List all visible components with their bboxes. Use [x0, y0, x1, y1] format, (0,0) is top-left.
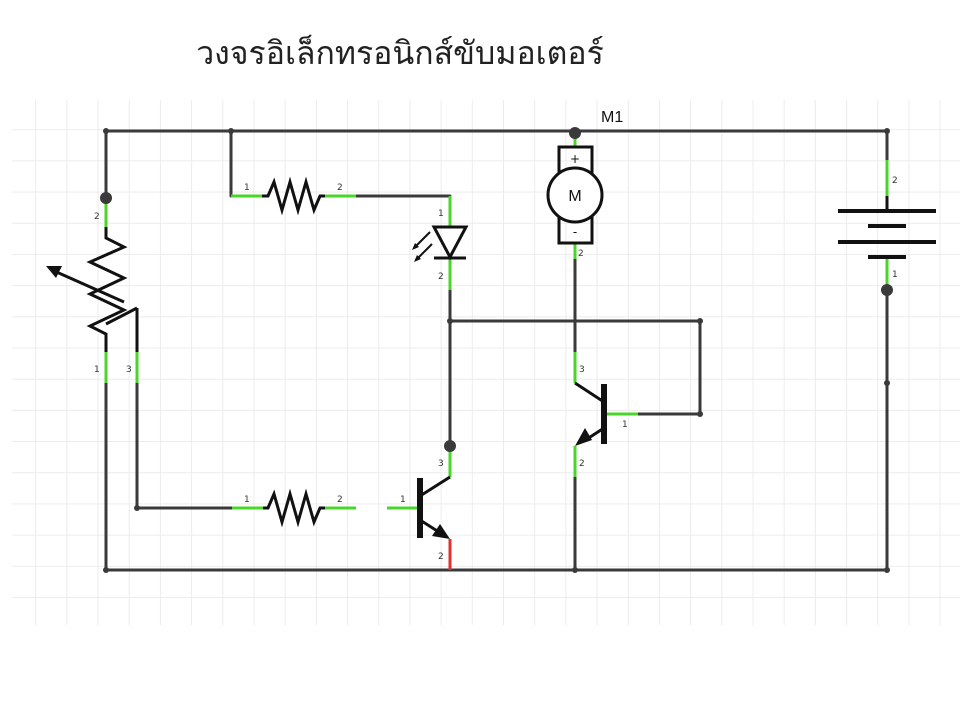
pin-label: 2: [337, 183, 343, 193]
pin-label: 2: [337, 495, 343, 505]
pin-label: 1: [94, 365, 100, 375]
resistor-r1[interactable]: [262, 176, 325, 216]
transistor-q1[interactable]: [417, 475, 451, 539]
pin-label: 1: [244, 183, 250, 193]
pin-label: 1: [892, 270, 898, 280]
potentiometer[interactable]: [46, 227, 139, 352]
resistor-r2[interactable]: [263, 488, 325, 528]
led[interactable]: [412, 225, 469, 262]
light-arrows-icon: [412, 231, 433, 262]
transistor-q2[interactable]: [574, 381, 607, 446]
wires: [104, 129, 889, 572]
motor-label: M1: [601, 109, 623, 126]
pin-labels: 2 1 3 1 2 1 2 2 2 1 3 1 2 1 2 3 1 2: [94, 176, 898, 562]
page-title: วงจรอิเล็กทรอนิกส์ขับมอเตอร์: [196, 34, 604, 72]
q1-emitter-arrow-icon: [432, 524, 450, 539]
junction-dot: [881, 284, 893, 296]
q2-emitter-arrow-icon: [575, 428, 592, 446]
junction-dot: [444, 440, 456, 452]
wire-pot-wiper[interactable]: [135, 381, 234, 510]
pin-label: 2: [892, 176, 898, 186]
dc-motor[interactable]: M + -: [546, 145, 604, 245]
motor-symbol: M: [568, 188, 581, 205]
pin-label: 1: [400, 495, 406, 505]
pin-label: 1: [438, 209, 444, 219]
pin-label: 2: [94, 212, 100, 222]
junction-dot: [569, 127, 581, 139]
pin-segments: [104, 131, 889, 570]
motor-plus: +: [570, 152, 580, 166]
junctions: [100, 127, 893, 573]
pin-label: 3: [126, 365, 132, 375]
pin-label: 2: [579, 459, 585, 469]
pin-label: 1: [244, 495, 250, 505]
pin-label: 3: [438, 459, 444, 469]
junction-dot: [100, 192, 112, 204]
pot-adjust-arrow: [51, 268, 125, 304]
motor-minus: -: [573, 225, 577, 239]
pot-arrow-head-icon: [46, 266, 62, 278]
pin-label: 2: [438, 272, 444, 282]
pin-label: 1: [622, 420, 628, 430]
pin-label: 2: [438, 552, 444, 562]
battery[interactable]: [838, 196, 936, 259]
pin-label: 3: [579, 365, 585, 375]
schematic-canvas[interactable]: [12, 100, 960, 625]
pin-label: 2: [578, 249, 584, 259]
